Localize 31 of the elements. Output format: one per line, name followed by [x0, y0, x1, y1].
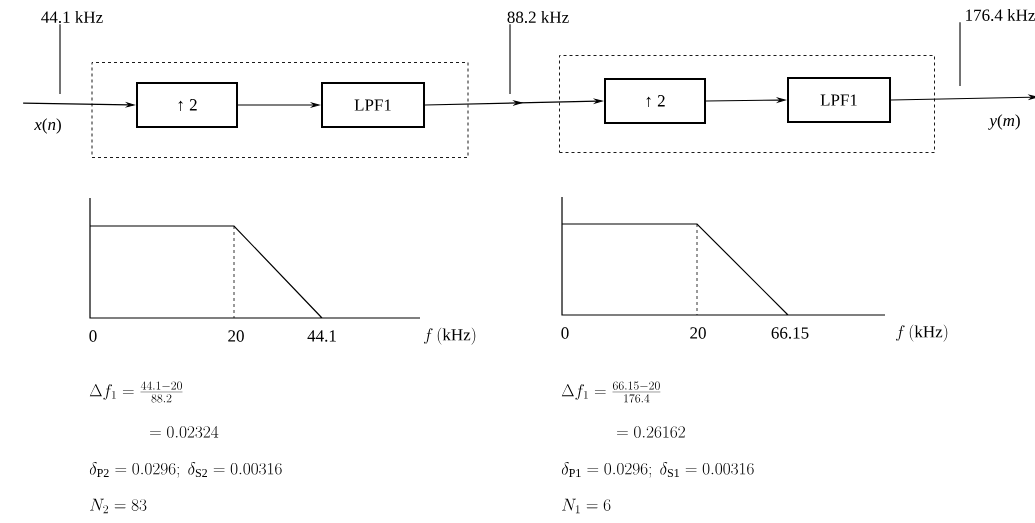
signal-label: y(m) — [988, 114, 1020, 130]
tick-label: 44.1 — [307, 330, 336, 342]
formula: $\Delta f_1 = \frac{44.1-20}{88.2}$ — [89, 381, 183, 403]
axis-label: $f\,(\mathrm{kHz})$ — [896, 324, 948, 342]
signal-arrow — [890, 94, 1035, 101]
tick-label: 66.15 — [771, 327, 809, 339]
block-box: LPF1 — [787, 77, 891, 123]
block-box: ↑ 2 — [136, 82, 238, 128]
formula: $= 0.02324$ — [150, 426, 219, 438]
leader-line — [959, 21, 961, 87]
signal-label: x(n) — [34, 118, 61, 134]
formula: $\delta_{\mathrm{P1}} = 0.0296;\ \delta_{\mathrm{S1}} = 0.00316$ — [561, 462, 754, 478]
dashed-frame — [91, 62, 469, 158]
formula: $\Delta f_1 = \frac{66.15-20}{176.4}$ — [561, 381, 661, 403]
dashed-frame — [559, 55, 935, 153]
leader-line — [509, 23, 511, 95]
rate-label: 176.4 kHz — [966, 9, 1035, 21]
rate-label: 88.2 kHz — [507, 11, 569, 23]
formula: $N_1 = 6$ — [562, 498, 611, 514]
leader-line — [59, 23, 61, 95]
block-box: ↑ 2 — [604, 78, 706, 124]
block-box: LPF1 — [321, 82, 425, 128]
rate-label: 44.1 kHz — [41, 11, 103, 23]
formula: $\delta_{\mathrm{P2}} = 0.0296;\ \delta_{\mathrm{S2}} = 0.00316$ — [89, 462, 282, 478]
formula: $= 0.26162$ — [617, 426, 685, 438]
formula: $N_2 = 83$ — [90, 498, 147, 514]
axis-label: $f\,(\mathrm{kHz})$ — [424, 327, 476, 345]
tick-label: 0 — [89, 330, 97, 342]
tick-label: 0 — [561, 327, 569, 339]
tick-label: 20 — [690, 327, 706, 339]
tick-label: 20 — [228, 330, 244, 342]
